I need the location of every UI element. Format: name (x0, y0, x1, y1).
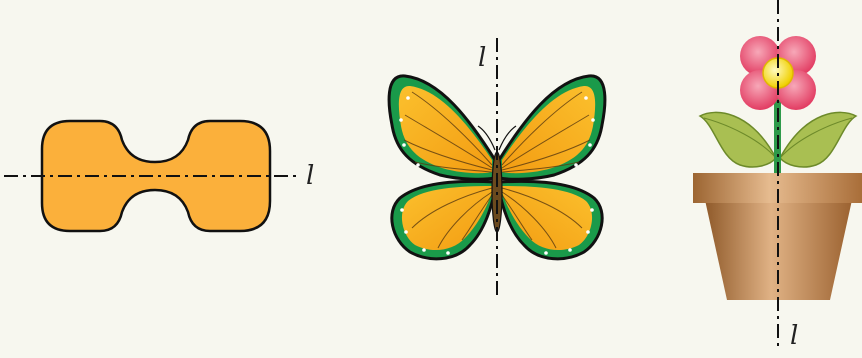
butterfly-figure: l (389, 38, 605, 298)
dumbbell-figure: l (4, 121, 314, 231)
flower-pot-figure: l (693, 0, 862, 351)
axis-label-dumbbell: l (306, 161, 314, 191)
butterfly-right-wings (499, 76, 605, 259)
dumbbell-shape (42, 121, 270, 231)
butterfly-left-wings (389, 76, 495, 259)
axis-label-flower: l (790, 321, 798, 351)
axis-label-butterfly: l (478, 43, 486, 73)
